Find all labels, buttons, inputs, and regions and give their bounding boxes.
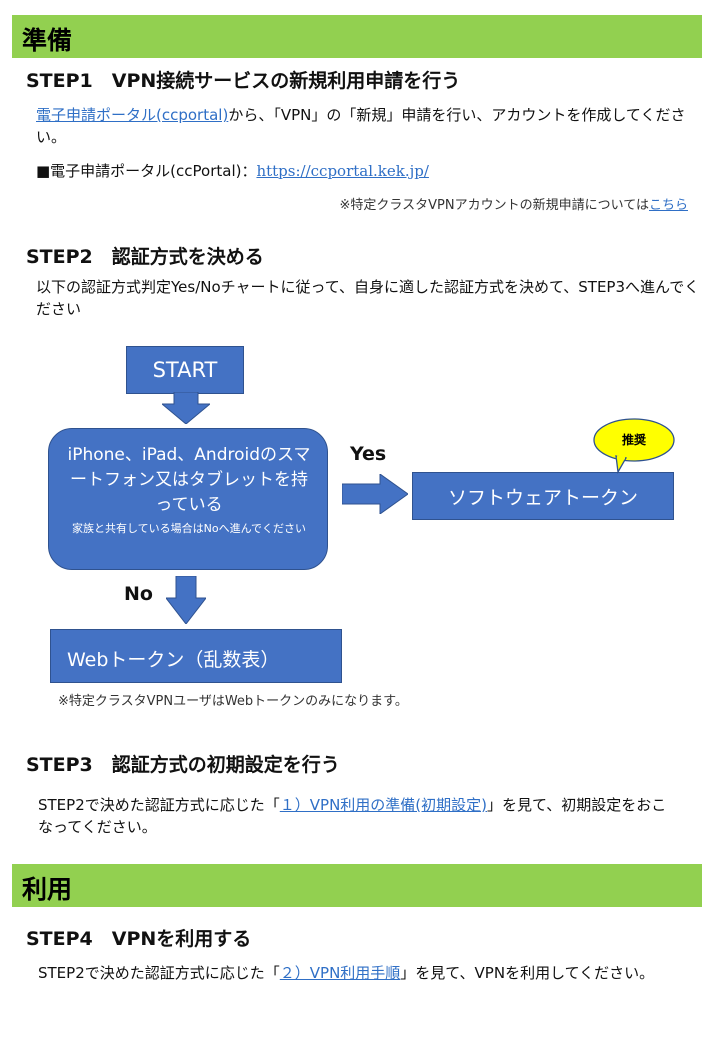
- portal-label: ■電子申請ポータル(ccPortal)：: [36, 162, 257, 180]
- step1-note: ※特定クラスタVPNアカウントの新規申請についてはこちら: [340, 194, 688, 213]
- special-cluster-link[interactable]: こちら: [648, 198, 688, 213]
- ccportal-link[interactable]: 電子申請ポータル(ccportal): [36, 106, 229, 124]
- section-band-prep: 準備: [12, 15, 702, 58]
- web-token-note: ※特定クラスタVPNユーザはWebトークンのみになります。: [58, 694, 408, 709]
- step2-text: 以下の認証方式判定Yes/Noチャートに従って、自身に適した認証方式を決めて、S…: [36, 278, 700, 318]
- step3-text: STEP2で決めた認証方式に応じた「１）VPN利用の準備(初期設定)」を見て、初…: [38, 794, 678, 838]
- step4-text-before: STEP2で決めた認証方式に応じた「: [38, 964, 280, 982]
- section-title-prep: 準備: [22, 26, 73, 55]
- step3-heading: STEP3 認証方式の初期設定を行う: [26, 754, 340, 776]
- initial-setup-link[interactable]: １）VPN利用の準備(初期設定): [279, 796, 487, 814]
- software-token-label: ソフトウェアトークン: [447, 486, 638, 509]
- step4-text-after: 」を見て、VPNを利用してください。: [400, 964, 655, 982]
- step2-heading: STEP2 認証方式を決める: [26, 246, 264, 268]
- web-token-box: Webトークン（乱数表）: [50, 629, 342, 683]
- no-label: No: [124, 583, 153, 605]
- flow-start-label: START: [152, 358, 218, 382]
- step3-text-after: 」を見て、初期設定をおこなってください。: [38, 796, 667, 836]
- arrow-down-icon: [166, 576, 206, 624]
- flow-question-note: 家族と共有している場合はNoへ進んでください: [71, 522, 307, 535]
- recommend-badge: [593, 418, 675, 474]
- vpn-usage-link[interactable]: ２）VPN利用手順: [279, 964, 401, 982]
- step1-heading: STEP1 VPN接続サービスの新規利用申請を行う: [26, 70, 461, 92]
- arrow-down-icon: [162, 392, 210, 424]
- step1-note-text: ※特定クラスタVPNアカウントの新規申請については: [339, 198, 649, 213]
- flow-start-box: START: [126, 346, 244, 394]
- web-token-label: Webトークン（乱数表）: [67, 649, 280, 671]
- software-token-box: ソフトウェアトークン: [412, 472, 674, 520]
- section-band-use: 利用: [12, 864, 702, 907]
- yes-label: Yes: [350, 443, 387, 465]
- step4-text: STEP2で決めた認証方式に応じた「２）VPN利用手順」を見て、VPNを利用して…: [38, 962, 678, 984]
- arrow-right-icon: [342, 474, 408, 514]
- flow-question-text: iPhone、iPad、Androidのスマートフォン又はタブレットを持っている: [67, 445, 311, 515]
- recommend-label: 推奨: [621, 433, 646, 447]
- step1-text: 電子申請ポータル(ccportal)から、「VPN」の「新規」申請を行い、アカウ…: [36, 104, 700, 148]
- step4-heading: STEP4 VPNを利用する: [26, 928, 252, 950]
- step1-text-body: から、「VPN」の「新規」申請を行い、アカウントを作成してください。: [36, 106, 686, 146]
- section-title-use: 利用: [22, 875, 73, 904]
- portal-url-link[interactable]: https://ccportal.kek.jp/: [256, 162, 429, 180]
- flow-question-box: iPhone、iPad、Androidのスマートフォン又はタブレットを持っている…: [48, 428, 328, 570]
- step3-text-before: STEP2で決めた認証方式に応じた「: [38, 796, 280, 814]
- portal-line: ■電子申請ポータル(ccPortal)：https://ccportal.kek…: [36, 160, 429, 182]
